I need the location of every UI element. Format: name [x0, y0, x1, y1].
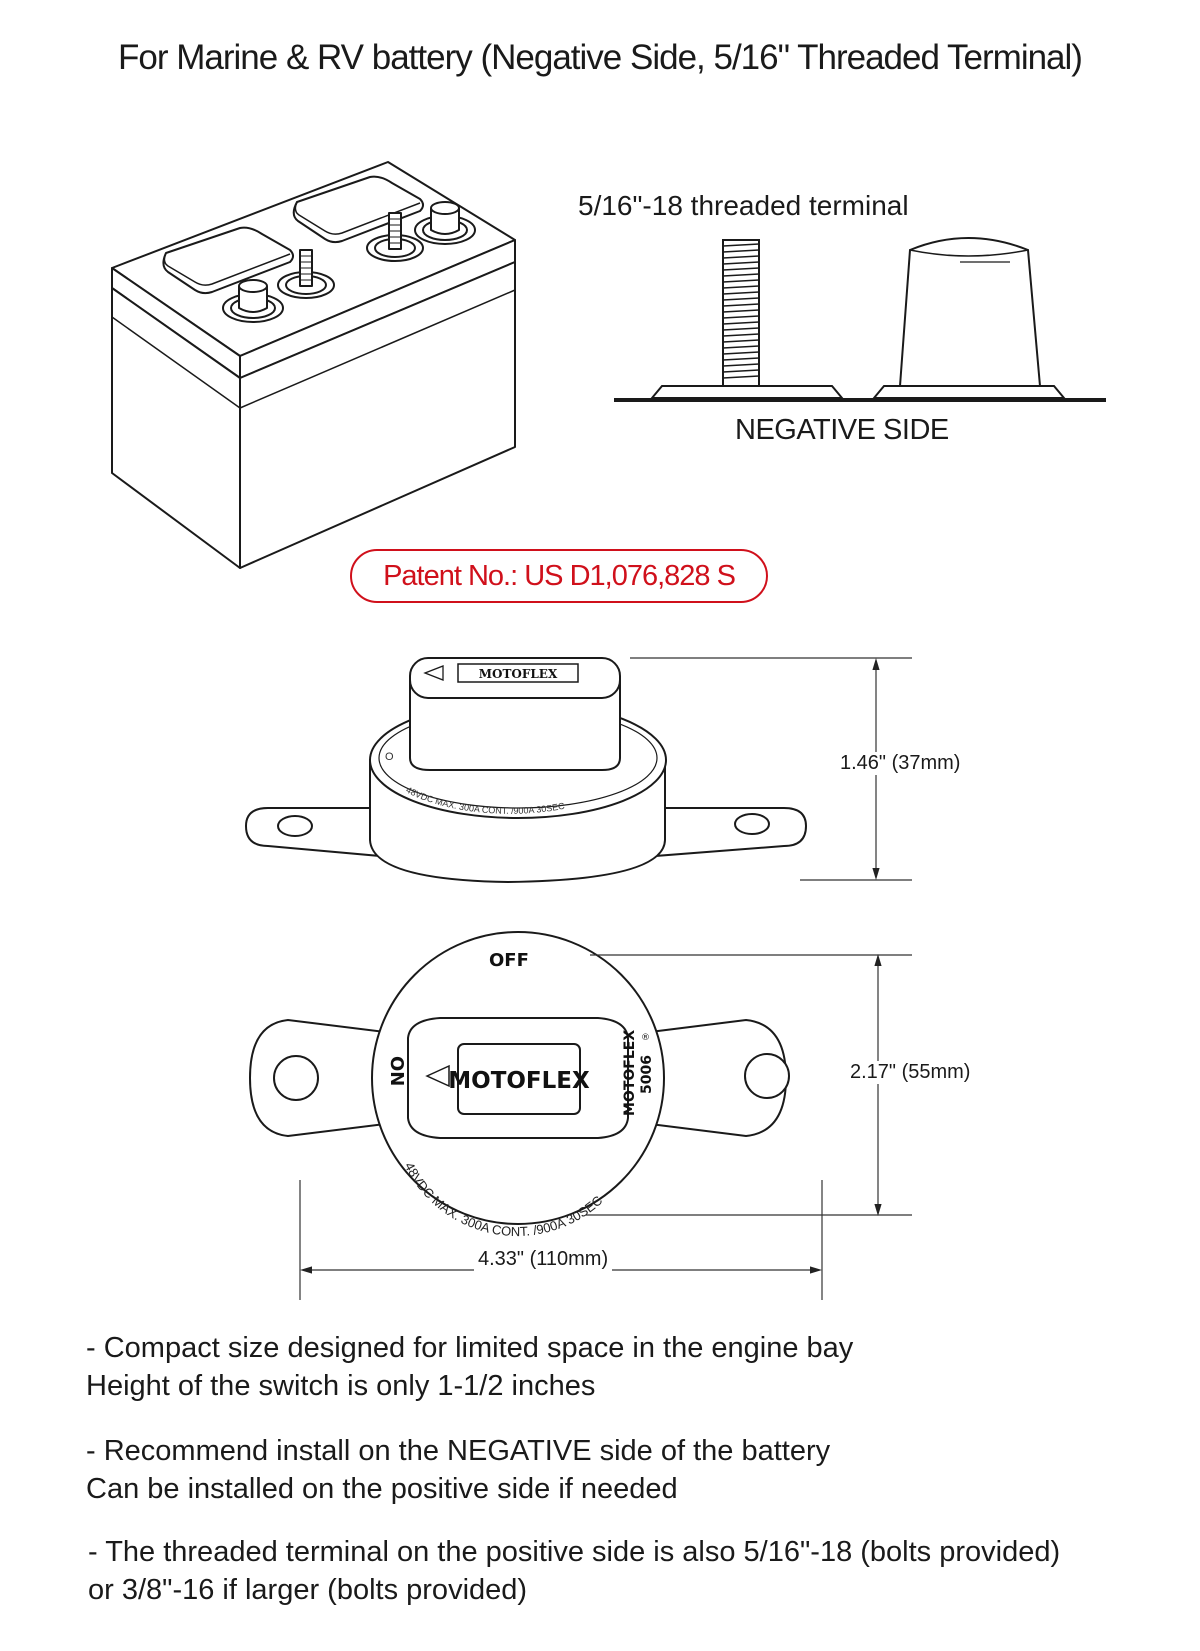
side-brand-label: MOTOFLEX	[622, 1030, 638, 1116]
note-thread-size: - The threaded terminal on the positive …	[88, 1533, 1060, 1609]
svg-text:O: O	[385, 751, 394, 763]
negative-terminal-illustration	[614, 237, 1106, 402]
svg-text:®: ®	[641, 1033, 650, 1043]
note-line: - Recommend install on the NEGATIVE side…	[86, 1435, 831, 1467]
note-line: Can be installed on the positive side if…	[86, 1473, 678, 1505]
switch-top-view: MOTOFLEX OFF ON MOTOFLEX 5006 ® 48VDC MA…	[248, 931, 790, 1239]
side-brand-text: MOTOFLEX	[479, 667, 558, 681]
note-line: or 3/8"-16 if larger (bolts provided)	[88, 1574, 528, 1606]
height-dimension: 1.46" (37mm)	[836, 752, 965, 775]
negative-side-label: NEGATIVE SIDE	[735, 414, 949, 446]
top-brand-text: MOTOFLEX	[448, 1068, 590, 1094]
note-line: - The threaded terminal on the positive …	[88, 1536, 1061, 1568]
width-dimension: 2.17" (55mm)	[846, 1061, 975, 1084]
note-line: Height of the switch is only 1-1/2 inche…	[86, 1370, 596, 1402]
battery-illustration	[111, 161, 516, 569]
note-line: - Compact size designed for limited spac…	[86, 1332, 854, 1364]
switch-side-view: 48VDC MAX. 300A CONT. /900A 30SEC MOTOFL…	[244, 657, 808, 884]
patent-badge: Patent No.: US D1,076,828 S	[350, 549, 768, 603]
length-dimension: 4.33" (110mm)	[474, 1248, 613, 1271]
page-title: For Marine & RV battery (Negative Side, …	[118, 38, 1083, 77]
on-label: ON	[386, 1056, 407, 1086]
note-compact: - Compact size designed for limited spac…	[86, 1329, 853, 1405]
model-label: 5006	[639, 1055, 655, 1094]
off-label: OFF	[489, 950, 529, 971]
threaded-terminal-label: 5/16"-18 threaded terminal	[578, 190, 909, 221]
note-negative-install: - Recommend install on the NEGATIVE side…	[86, 1432, 830, 1508]
